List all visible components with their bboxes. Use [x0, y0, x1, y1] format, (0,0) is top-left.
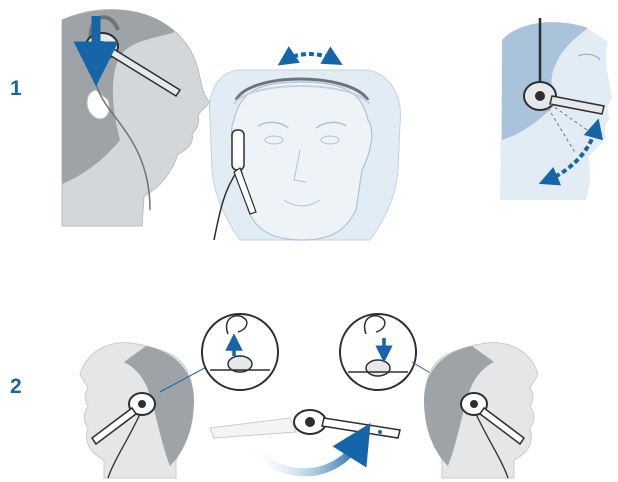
head-side-left-ear	[62, 9, 210, 226]
double-arrow-icon	[286, 54, 334, 60]
zoom-circle-left	[202, 314, 278, 390]
headset-flat-center	[210, 410, 400, 438]
zoom-circle-right	[340, 314, 416, 390]
rotate-arrow-icon	[248, 440, 360, 472]
